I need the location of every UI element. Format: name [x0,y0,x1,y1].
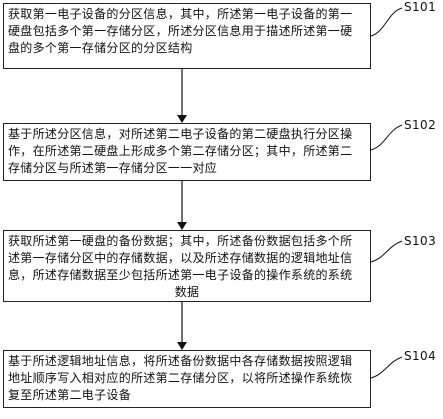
step-s103-line-3: 息，所述存储数据至少包括所述第一电子设备的操作系统的系统 [8,268,353,282]
step-s103-line-1: 获取所述第一硬盘的备份数据；其中，所述备份数据包括多个所 [8,234,353,248]
step-s101-line-3: 盘的多个第一存储分区的分区结构 [8,41,193,55]
step-s104-line-2: 地址顺序写入相对应的所述第二存储分区，以将所述操作系统恢 [8,371,353,385]
arrowhead-s102-to-s103 [177,222,187,230]
step-s101-line-2: 硬盘包括多个第一存储分区，所述分区信息用于描述所述第一硬 [8,24,353,38]
step-s103-line-2: 述第一存储分区中的存储数据，以及所述存储数据的逻辑地址信 [8,251,353,265]
step-label-s104: S104 [404,349,437,363]
step-s102-line-1: 基于所述分区信息，对所述第二电子设备的第二硬盘执行分区操 [8,127,353,141]
leader-s102 [370,124,403,151]
step-box-s104: 基于所述逻辑地址信息，将所述备份数据中各存储数据按照逻辑 地址顺序写入相对应的所… [3,350,371,408]
step-box-s102: 基于所述分区信息，对所述第二电子设备的第二硬盘执行分区操 作，在所述第二硬盘上形… [3,123,371,181]
arrowhead-s103-to-s104 [177,342,187,350]
step-s101-line-1: 获取第一电子设备的分区信息，其中，所述第一电子设备的第一 [8,7,353,21]
step-box-s101: 获取第一电子设备的分区信息，其中，所述第一电子设备的第一 硬盘包括多个第一存储分… [3,3,371,69]
step-s104-line-1: 基于所述逻辑地址信息，将所述备份数据中各存储数据按照逻辑 [8,354,353,368]
step-s102-line-3: 存储分区与所述第一存储分区一一对应 [8,161,218,175]
leader-s101 [370,7,403,37]
step-label-s101: S101 [404,0,437,14]
leader-s104 [370,356,403,379]
step-s103-line-4: 数据 [174,285,200,299]
leader-s103 [370,240,403,263]
step-label-s103: S103 [404,234,437,248]
arrowhead-s101-to-s102 [177,115,187,123]
step-box-s103: 获取所述第一硬盘的备份数据；其中，所述备份数据包括多个所 述第一存储分区中的存储… [3,230,371,302]
step-label-s102: S102 [404,118,437,132]
step-s104-line-3: 复至所述第二电子设备 [8,388,132,402]
step-s102-line-2: 作，在所述第二硬盘上形成多个第二存储分区；其中，所述第二 [8,144,353,158]
